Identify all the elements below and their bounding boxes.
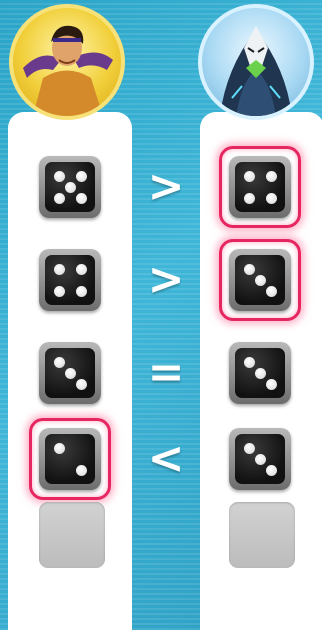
left-die-slot-4[interactable] bbox=[35, 424, 105, 494]
die-pip bbox=[266, 465, 277, 476]
die-pip bbox=[76, 264, 87, 275]
die-2-icon bbox=[39, 428, 101, 490]
left-empty-die-slot bbox=[39, 502, 105, 568]
die-5-icon bbox=[39, 156, 101, 218]
right-die-slot-4[interactable] bbox=[225, 424, 295, 494]
comparison-symbol: > bbox=[131, 152, 201, 222]
die-face bbox=[235, 255, 285, 305]
die-4-icon bbox=[229, 156, 291, 218]
die-3-icon bbox=[229, 342, 291, 404]
die-pip bbox=[76, 286, 87, 297]
die-pip bbox=[54, 171, 65, 182]
die-4-icon bbox=[39, 249, 101, 311]
die-face bbox=[45, 434, 95, 484]
die-pip bbox=[54, 443, 65, 454]
right-die-slot-3[interactable] bbox=[225, 338, 295, 408]
die-pip bbox=[76, 193, 87, 204]
die-face bbox=[235, 162, 285, 212]
die-pip bbox=[255, 275, 266, 286]
die-pip bbox=[54, 264, 65, 275]
die-face bbox=[45, 348, 95, 398]
die-pip bbox=[54, 193, 65, 204]
right-die-slot-2[interactable] bbox=[225, 245, 295, 315]
left-die-slot-3[interactable] bbox=[35, 338, 105, 408]
left-die-slot-2[interactable] bbox=[35, 245, 105, 315]
die-3-icon bbox=[39, 342, 101, 404]
die-pip bbox=[76, 379, 87, 390]
die-pip bbox=[76, 171, 87, 182]
comparison-symbol: = bbox=[131, 338, 201, 408]
left-die-slot-1[interactable] bbox=[35, 152, 105, 222]
die-3-icon bbox=[229, 249, 291, 311]
die-pip bbox=[65, 182, 76, 193]
die-pip bbox=[255, 368, 266, 379]
die-pip bbox=[54, 357, 65, 368]
die-pip bbox=[244, 193, 255, 204]
die-face bbox=[45, 162, 95, 212]
die-pip bbox=[266, 379, 277, 390]
comparison-symbol: < bbox=[131, 424, 201, 494]
player-avatar bbox=[9, 4, 125, 120]
die-pip bbox=[244, 264, 255, 275]
die-3-icon bbox=[229, 428, 291, 490]
die-pip bbox=[266, 171, 277, 182]
die-pip bbox=[255, 454, 266, 465]
hooded-masked-villain-portrait-icon bbox=[202, 8, 310, 116]
right-die-slot-1[interactable] bbox=[225, 152, 295, 222]
die-pip bbox=[65, 368, 76, 379]
right-empty-die-slot bbox=[229, 502, 295, 568]
die-pip bbox=[244, 171, 255, 182]
die-pip bbox=[54, 286, 65, 297]
die-pip bbox=[244, 443, 255, 454]
die-pip bbox=[244, 357, 255, 368]
die-face bbox=[235, 348, 285, 398]
die-face bbox=[45, 255, 95, 305]
die-pip bbox=[266, 193, 277, 204]
martial-artist-portrait-icon bbox=[13, 8, 121, 116]
die-pip bbox=[266, 286, 277, 297]
opponent-avatar bbox=[198, 4, 314, 120]
die-pip bbox=[76, 465, 87, 476]
comparison-symbol: > bbox=[131, 245, 201, 315]
die-face bbox=[235, 434, 285, 484]
